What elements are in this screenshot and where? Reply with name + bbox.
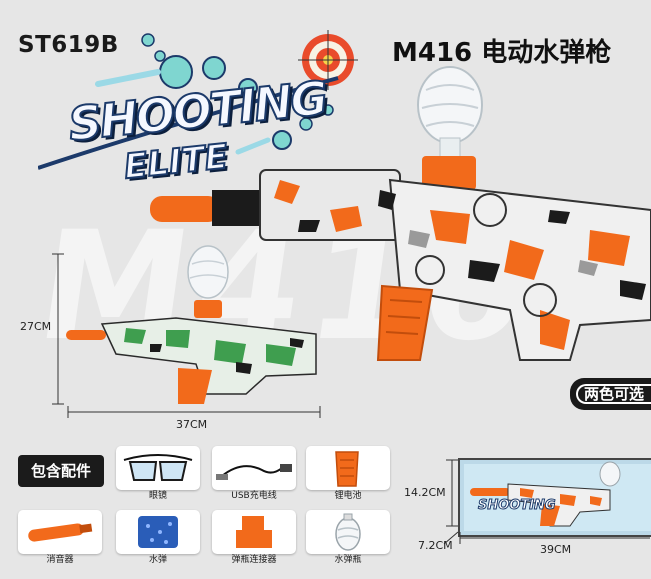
accessory-caption: 水弹瓶 bbox=[334, 555, 362, 565]
small-width-label: 37CM bbox=[176, 418, 208, 431]
box-logo: SHOOTING bbox=[478, 498, 557, 514]
accessory-gel-balls bbox=[116, 510, 200, 554]
product-title: M416 电动水弹枪 bbox=[392, 38, 612, 68]
dimension-lines bbox=[52, 253, 321, 418]
gel-balls-icon bbox=[138, 516, 178, 548]
box-width-label: 39CM bbox=[540, 543, 572, 556]
small-height-label: 27CM bbox=[20, 320, 52, 333]
goggles-icon bbox=[123, 454, 193, 481]
accessory-caption: 眼镜 bbox=[148, 491, 167, 501]
accessories-label: 包含配件 bbox=[18, 455, 104, 487]
two-colors-badge: 两色可选 bbox=[570, 378, 651, 410]
accessory-caption: USB充电线 bbox=[231, 491, 277, 501]
box-depth-label: 7.2CM bbox=[418, 539, 453, 552]
accessory-ammo-bottle bbox=[306, 510, 390, 554]
accessory-connector bbox=[212, 510, 296, 554]
accessory-silencer bbox=[18, 510, 102, 554]
model-code: ST619B bbox=[18, 32, 119, 58]
connector-icon bbox=[236, 516, 272, 548]
shooting-elite-logo: SHOOTING ELITE bbox=[38, 28, 388, 198]
box-art-icon bbox=[470, 461, 621, 527]
box-height-label: 14.2CM bbox=[404, 486, 446, 499]
accessory-caption: 弹瓶连接器 bbox=[231, 555, 277, 565]
green-gun-image bbox=[66, 245, 317, 404]
box-dimension-lines bbox=[443, 459, 650, 545]
packaging-box: SHOOTING bbox=[458, 458, 651, 537]
accessory-caption: 锂电池 bbox=[334, 491, 362, 501]
two-colors-text: 两色可选 bbox=[584, 385, 645, 403]
battery-icon bbox=[335, 451, 359, 487]
accessory-caption: 水弹 bbox=[148, 555, 167, 565]
usb-cable-icon bbox=[216, 464, 292, 480]
orange-gun-image bbox=[150, 66, 651, 361]
ammo-bottle-icon bbox=[335, 513, 361, 551]
accessory-usb-cable bbox=[212, 446, 296, 490]
silencer-icon bbox=[28, 523, 93, 542]
accessory-battery bbox=[306, 446, 390, 490]
accessory-goggles bbox=[116, 446, 200, 490]
accessory-caption: 消音器 bbox=[46, 555, 74, 565]
target-icon bbox=[38, 30, 358, 170]
